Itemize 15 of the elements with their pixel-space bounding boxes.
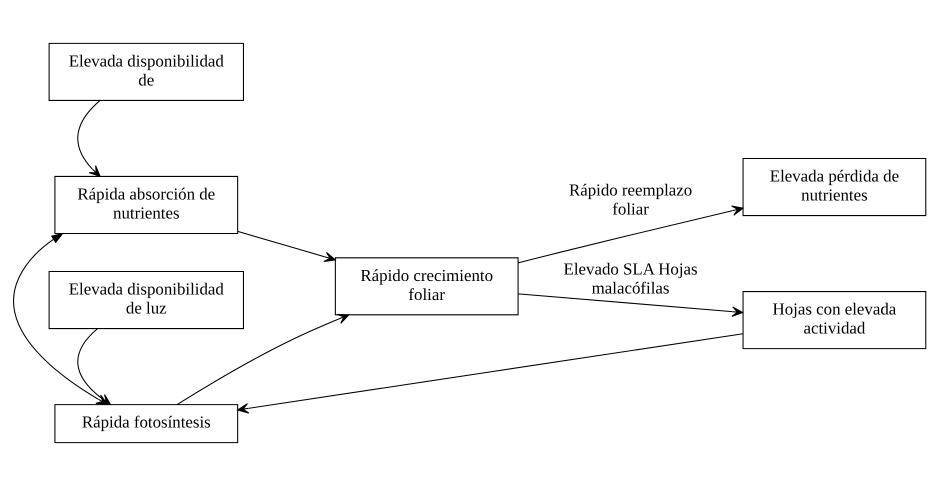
edge-label: Elevado SLA Hojas malacófilas — [563, 258, 698, 297]
node-box: Rápida absorción de nutrientes — [54, 175, 238, 234]
edge-label: Rápido reemplazo foliar — [568, 180, 692, 218]
arrow — [76, 100, 100, 176]
node-box: Hojas con elevada actividad — [742, 290, 926, 349]
arrow — [176, 313, 349, 404]
arrow — [237, 230, 336, 262]
node-box: Elevada pérdida de nutrientes — [742, 157, 926, 216]
node-box: Elevada disponibilidad de luz — [48, 270, 244, 329]
arrow — [236, 332, 743, 414]
node-box: Rápida fotosíntesis — [54, 404, 238, 443]
arrow — [518, 292, 743, 316]
arrow — [518, 204, 744, 263]
node-box: Elevada disponibilidad de — [48, 42, 244, 100]
node-box: Rápido crecimiento foliar — [334, 256, 518, 315]
